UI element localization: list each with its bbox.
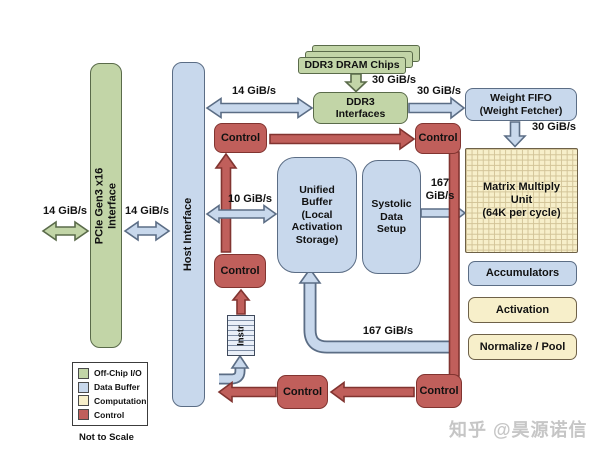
arrow-control-up-icon <box>214 152 238 253</box>
arrow-interfaces-fifo-icon <box>408 96 466 120</box>
instr-pipe-arrowhead-icon <box>230 354 250 369</box>
control-label: Control <box>419 384 459 397</box>
instr-label: Instr <box>235 325 247 346</box>
ddr3-dram-chips-label: DDR3 DRAM Chips <box>304 59 400 72</box>
arrow-fifo-mmu-icon <box>503 121 527 148</box>
return-pipe <box>305 281 459 352</box>
control-box-top-right: Control <box>415 123 461 154</box>
host-interface-label: Host Interface <box>182 197 195 272</box>
arrow-control-host-icon <box>217 380 277 404</box>
ddr3-interfaces-label: DDR3 Interfaces <box>335 95 386 120</box>
legend-item-databuffer: Data Buffer <box>78 381 142 393</box>
weight-fifo-box: Weight FIFO (Weight Fetcher) <box>465 88 577 121</box>
databuffer-swatch-icon <box>78 381 89 393</box>
pcie-interface-label: PCIe Gen3 x16 Interface <box>93 167 118 244</box>
arrow-dram-interfaces-icon <box>343 73 369 93</box>
control-box-mid-left: Control <box>214 254 266 288</box>
systolic-data-setup-label: Systolic Data Setup <box>371 198 412 236</box>
control-label: Control <box>418 132 458 145</box>
legend-item-offchip: Off-Chip I/O <box>78 367 142 379</box>
bw-setup-mmu: 167 GiB/s <box>425 177 455 202</box>
legend: Off-Chip I/O Data Buffer Computation Con… <box>72 362 148 426</box>
unified-buffer-label: Unified Buffer (Local Activation Storage… <box>291 184 343 246</box>
bw-host-ub: 10 GiB/s <box>227 193 273 205</box>
legend-label: Off-Chip I/O <box>94 368 142 379</box>
bw-pcie-host: 14 GiB/s <box>124 205 170 217</box>
activation-label: Activation <box>495 303 550 316</box>
accumulators-box: Accumulators <box>468 261 577 286</box>
normalize-pool-label: Normalize / Pool <box>479 340 566 353</box>
arrow-control-left-icon <box>329 380 415 404</box>
matrix-multiply-unit-label: Matrix Multiply Unit (64K per cycle) <box>482 181 561 219</box>
legend-label: Data Buffer <box>94 382 140 393</box>
control-swatch-icon <box>78 409 89 421</box>
not-to-scale-note: Not to Scale <box>79 432 134 443</box>
bw-interfaces-fifo: 30 GiB/s <box>416 85 462 97</box>
control-box-top-left: Control <box>214 123 267 153</box>
arrow-pcie-external-icon <box>41 220 90 242</box>
ddr3-dram-chips-box: DDR3 DRAM Chips <box>298 57 406 74</box>
control-box-bottom-center: Control <box>277 375 328 409</box>
arrow-host-ub-icon <box>205 203 278 225</box>
watermark: 知乎 @昊源诺信 <box>449 420 588 440</box>
offchip-swatch-icon <box>78 367 89 379</box>
arrow-host-ddr3-icon <box>205 96 314 120</box>
computation-swatch-icon <box>78 395 89 407</box>
instr-queue-box: Instr <box>227 315 255 356</box>
legend-item-control: Control <box>78 409 142 421</box>
matrix-multiply-unit-box: Matrix Multiply Unit (64K per cycle) <box>465 148 578 253</box>
control-box-bottom-right: Control <box>416 374 462 408</box>
bw-dram-interfaces: 30 GiB/s <box>371 74 417 86</box>
ddr3-interfaces-box: DDR3 Interfaces <box>313 92 408 124</box>
control-label: Control <box>220 264 260 277</box>
bw-fifo-mmu: 30 GiB/s <box>531 121 577 133</box>
arrow-instr-control-icon <box>231 288 251 315</box>
unified-buffer-box: Unified Buffer (Local Activation Storage… <box>277 157 357 273</box>
pcie-interface-box: PCIe Gen3 x16 Interface <box>90 63 122 348</box>
bw-pcie-external: 14 GiB/s <box>42 205 88 217</box>
bw-return-ub: 167 GiB/s <box>362 325 414 337</box>
arrow-pcie-host-icon <box>123 220 171 242</box>
arrow-control-right-icon <box>269 127 416 151</box>
return-pipe-arrowhead-icon <box>298 267 322 284</box>
legend-label: Control <box>94 409 125 420</box>
bw-host-ddr3: 14 GiB/s <box>231 85 277 97</box>
normalize-pool-box: Normalize / Pool <box>468 334 577 360</box>
legend-label: Computation <box>94 395 147 406</box>
legend-item-computation: Computation <box>78 395 146 407</box>
activation-box: Activation <box>468 297 577 323</box>
systolic-data-setup-box: Systolic Data Setup <box>362 160 421 274</box>
host-interface-box: Host Interface <box>172 62 205 407</box>
instr-pipe <box>219 366 244 383</box>
weight-fifo-label: Weight FIFO (Weight Fetcher) <box>479 92 563 117</box>
accumulators-label: Accumulators <box>485 267 560 280</box>
control-label: Control <box>220 131 261 144</box>
control-label: Control <box>282 385 323 398</box>
